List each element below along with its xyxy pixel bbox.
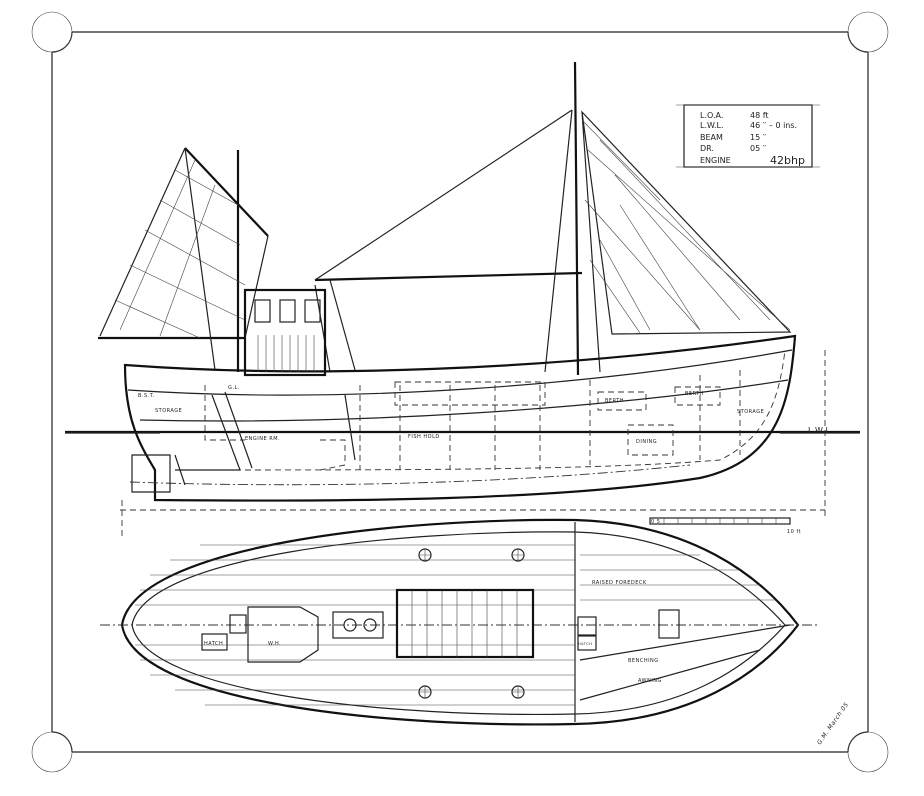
wheelhouse-profile [243, 288, 327, 377]
drawing-frame [31, 11, 889, 773]
label-wheelhouse: W.H. [268, 641, 281, 647]
scale-bar-start: 0 5 [651, 519, 660, 525]
label-berth-2: BERTH [685, 391, 704, 397]
wheelhouse-plan [247, 606, 319, 663]
rigging [98, 61, 792, 376]
label-lwl: L W L [808, 426, 830, 435]
mizzen-gaff [184, 147, 269, 237]
label-bow-storage: STORAGE [737, 409, 764, 415]
label-deck-gl: G.L. [228, 385, 240, 391]
spec-value-beam: 15 ′′ [750, 133, 767, 142]
profile-view: 0 5 10 ft STORAGE B.S.T. G.L. ENGINE RM.… [65, 288, 860, 540]
aft-hatch [201, 633, 228, 651]
hull-profile [123, 334, 797, 502]
spec-label-loa: L.O.A. [700, 111, 723, 120]
main-mast [573, 61, 580, 376]
spec-label-lwl: L.W.L. [700, 121, 724, 130]
label-awning: AWNING [638, 678, 662, 684]
scale-bar: 0 5 10 ft [649, 517, 801, 535]
spec-label-beam: BEAM [700, 133, 723, 142]
label-dining: DINING [636, 439, 657, 445]
plan-view: HATCH W.H. RAISED FOREDECK HATCH BENCHIN… [100, 518, 820, 726]
label-stern-storage: STORAGE [155, 408, 182, 414]
label-aft-hatch: HATCH [204, 641, 223, 647]
spec-label-engine: ENGINE [700, 156, 731, 165]
hull-plan [120, 518, 800, 726]
specification-table: L.O.A. 48 ft L.W.L. 46 ′′ – 0 ins. BEAM … [676, 104, 820, 168]
label-fish-hold: FISH HOLD [408, 434, 440, 440]
label-stern: B.S.T. [138, 393, 155, 399]
spec-value-draught: 05 ′′ [750, 144, 767, 153]
label-raised-foredeck: RAISED FOREDECK [592, 580, 647, 586]
main-hatch [395, 588, 535, 659]
rudder [131, 454, 171, 493]
scale-bar-label: 10 ft [787, 529, 801, 535]
main-boom [314, 271, 583, 282]
spec-value-engine: 42bhp [770, 154, 805, 167]
label-engine-room: ENGINE RM. [245, 436, 280, 442]
label-benching: BENCHING [628, 658, 659, 664]
spec-value-loa: 48 ft [750, 111, 769, 120]
label-berth-1: BERTH [605, 398, 624, 404]
spec-label-draught: DR. [700, 144, 714, 153]
label-forward-hatch: HATCH [578, 642, 592, 646]
spec-value-lwl: 46 ′′ – 0 ins. [750, 121, 797, 130]
signature: G.M. March 05 [816, 701, 850, 746]
